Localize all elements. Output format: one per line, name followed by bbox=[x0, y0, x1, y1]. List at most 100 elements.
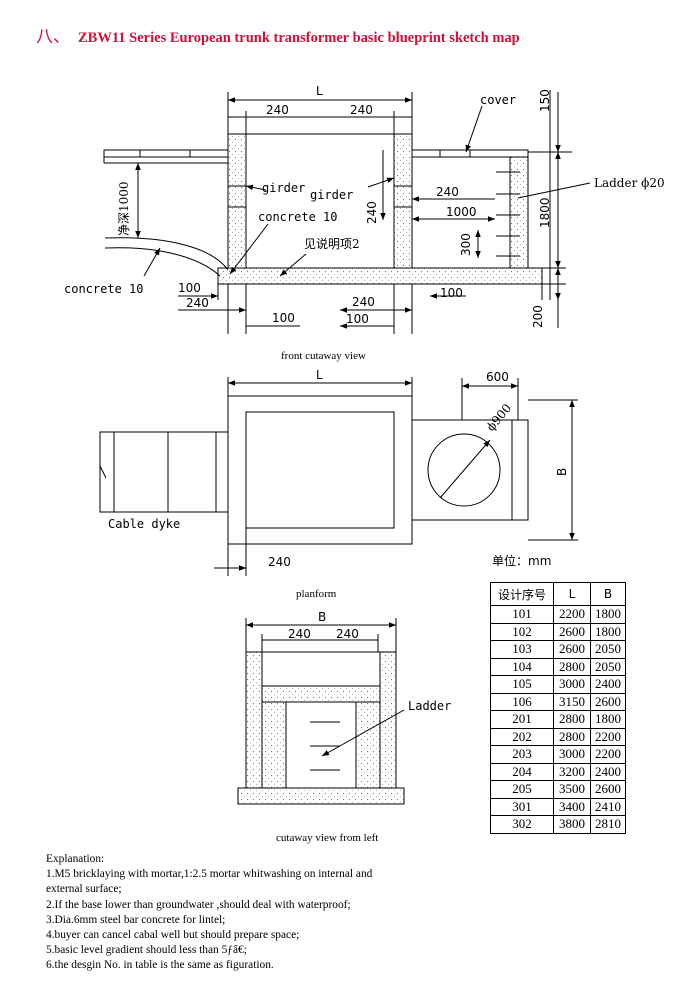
cell-l: 3800 bbox=[553, 815, 591, 834]
svg-text:240: 240 bbox=[436, 185, 459, 199]
svg-text:cover: cover bbox=[480, 93, 516, 107]
cell-b: 2400 bbox=[590, 675, 626, 694]
front-view-labels: L 240 240 cover 150 Ladder ϕ20 girder gi… bbox=[64, 84, 665, 328]
svg-text:girder: girder bbox=[262, 181, 305, 195]
svg-text:240: 240 bbox=[352, 295, 375, 309]
svg-text:见说明项2: 见说明项2 bbox=[304, 236, 360, 251]
cell-no: 105 bbox=[490, 675, 554, 694]
svg-text:净深1000: 净深1000 bbox=[117, 181, 131, 236]
page-title: 八、ZBW11 Series European trunk transforme… bbox=[36, 27, 520, 46]
side-view-caption: cutaway view from left bbox=[276, 832, 379, 844]
cell-b: 2050 bbox=[590, 657, 626, 676]
cell-l: 3200 bbox=[553, 762, 591, 781]
explanation-item: 1.M5 bricklaying with mortar,1:2.5 morta… bbox=[46, 868, 373, 896]
cell-l: 2600 bbox=[553, 640, 591, 659]
header-l: L bbox=[553, 582, 591, 606]
svg-text:300: 300 bbox=[459, 233, 473, 256]
cell-b: 2600 bbox=[590, 780, 626, 799]
svg-text:240: 240 bbox=[365, 201, 379, 224]
cell-l: 3150 bbox=[553, 692, 591, 711]
svg-text:L: L bbox=[316, 84, 323, 98]
cell-no: 102 bbox=[490, 622, 554, 641]
cell-b: 2050 bbox=[590, 640, 626, 659]
svg-text:concrete 10: concrete 10 bbox=[258, 210, 337, 224]
cell-no: 104 bbox=[490, 657, 554, 676]
svg-text:100: 100 bbox=[178, 281, 201, 295]
cell-b: 2200 bbox=[590, 745, 626, 764]
cell-no: 205 bbox=[490, 780, 554, 799]
cell-l: 3000 bbox=[553, 745, 591, 764]
cell-no: 106 bbox=[490, 692, 554, 711]
svg-text:240: 240 bbox=[350, 103, 373, 117]
explanation-item: 3.Dia.6mm steel bar concrete for lintel; bbox=[46, 913, 226, 926]
svg-text:girder: girder bbox=[310, 188, 353, 202]
header-b: B bbox=[590, 582, 626, 606]
front-view-caption: front cutaway view bbox=[281, 350, 366, 362]
svg-text:240: 240 bbox=[268, 555, 291, 569]
plan-view bbox=[99, 377, 578, 576]
svg-text:concrete 10: concrete 10 bbox=[64, 282, 143, 296]
svg-text:600: 600 bbox=[486, 370, 509, 384]
svg-text:100: 100 bbox=[346, 312, 369, 326]
svg-text:ϕ900: ϕ900 bbox=[484, 401, 515, 434]
cell-b: 2810 bbox=[590, 815, 626, 834]
svg-text:200: 200 bbox=[531, 305, 545, 328]
svg-text:Ladder: Ladder bbox=[408, 699, 451, 713]
cell-b: 1800 bbox=[590, 710, 626, 729]
cell-l: 2800 bbox=[553, 710, 591, 729]
cell-l: 2600 bbox=[553, 622, 591, 641]
explanation-notes: Explanation: 1.M5 bricklaying with morta… bbox=[46, 852, 376, 974]
svg-text:Cable dyke: Cable dyke bbox=[108, 517, 180, 531]
explanation-item: 5.basic level gradient should less than … bbox=[46, 944, 247, 957]
cell-no: 302 bbox=[490, 815, 554, 834]
cell-no: 101 bbox=[490, 605, 554, 624]
cell-no: 201 bbox=[490, 710, 554, 729]
svg-text:240: 240 bbox=[266, 103, 289, 117]
svg-text:Ladder ϕ20: Ladder ϕ20 bbox=[594, 176, 665, 190]
cell-b: 1800 bbox=[590, 622, 626, 641]
cell-b: 2200 bbox=[590, 727, 626, 746]
svg-text:240: 240 bbox=[288, 627, 311, 641]
explanation-item: 2.If the base lower than groundwater ,sh… bbox=[46, 898, 351, 911]
svg-text:1800: 1800 bbox=[538, 197, 552, 228]
front-cutaway-view bbox=[103, 90, 591, 334]
svg-text:L: L bbox=[316, 368, 323, 382]
cell-l: 3500 bbox=[553, 780, 591, 799]
side-cutaway-view bbox=[237, 618, 405, 805]
cell-no: 103 bbox=[490, 640, 554, 659]
cell-no: 204 bbox=[490, 762, 554, 781]
cell-l: 3000 bbox=[553, 675, 591, 694]
cell-l: 2200 bbox=[553, 605, 591, 624]
cell-b: 2600 bbox=[590, 692, 626, 711]
explanation-item: 4.buyer can cancel cabal well but should… bbox=[46, 929, 300, 942]
cell-l: 2800 bbox=[553, 727, 591, 746]
cell-b: 1800 bbox=[590, 605, 626, 624]
cell-b: 2410 bbox=[590, 797, 626, 816]
cell-no: 301 bbox=[490, 797, 554, 816]
svg-text:100: 100 bbox=[272, 311, 295, 325]
explanation-heading: Explanation: bbox=[46, 853, 105, 865]
unit-label: 单位：mm bbox=[492, 554, 552, 568]
cell-l: 3400 bbox=[553, 797, 591, 816]
table-header-row: 设计序号 L B bbox=[490, 582, 626, 606]
header-design-no: 设计序号 bbox=[490, 582, 554, 606]
cell-no: 202 bbox=[490, 727, 554, 746]
svg-text:100: 100 bbox=[440, 286, 463, 300]
svg-text:240: 240 bbox=[336, 627, 359, 641]
svg-text:1000: 1000 bbox=[446, 205, 477, 219]
svg-text:B: B bbox=[318, 610, 326, 624]
